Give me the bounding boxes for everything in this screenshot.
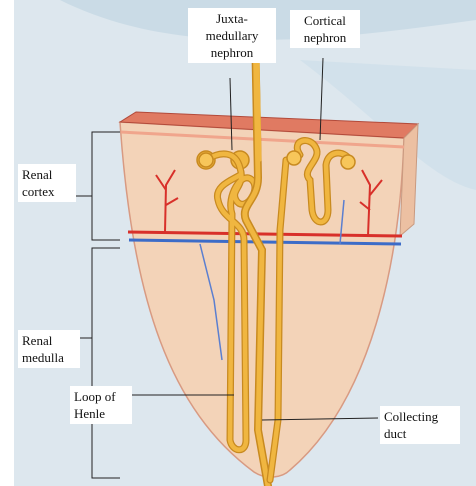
- juxtamedullary-nephron-label: Juxta- medullary nephron: [188, 8, 276, 63]
- collecting-duct-label: Collecting duct: [380, 406, 460, 444]
- renal-medulla-label: Renal medulla: [18, 330, 80, 368]
- renal-cortex-label: Renal cortex: [18, 164, 76, 202]
- loop-of-henle-label: Loop of Henle: [70, 386, 132, 424]
- cortical-nephron-label: Cortical nephron: [290, 10, 360, 48]
